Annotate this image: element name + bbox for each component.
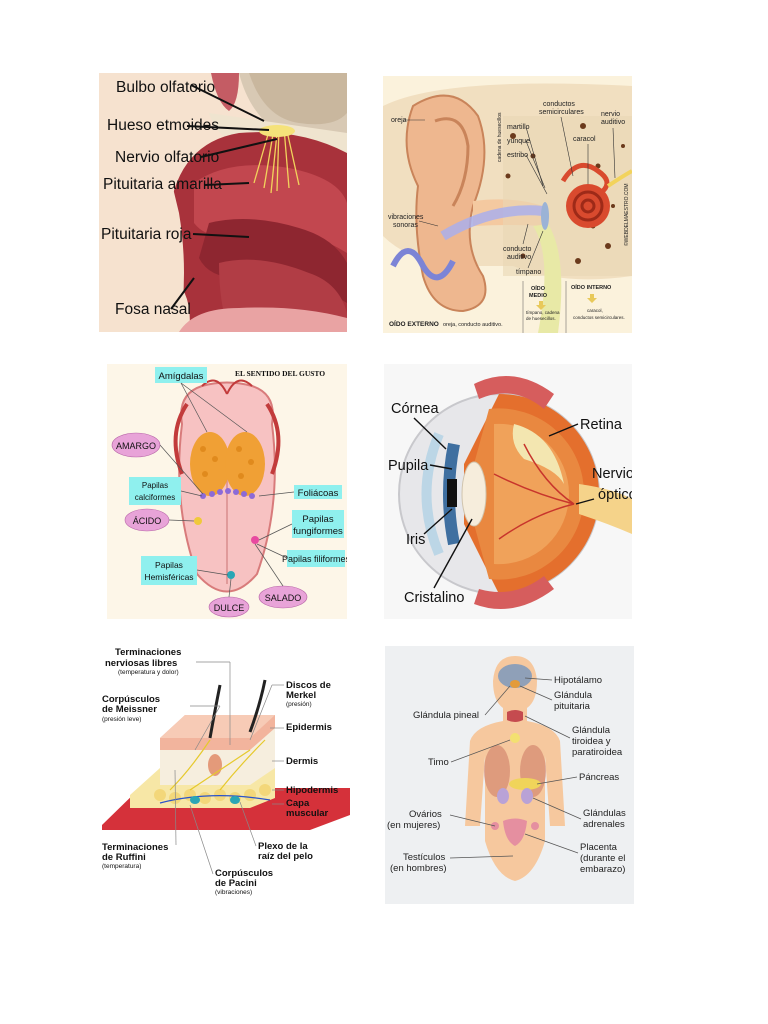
diagram-label: de Ruffini xyxy=(102,852,146,863)
label-nervio-auditivo: nervio xyxy=(601,111,620,118)
tongue-title: EL SENTIDO DEL GUSTO xyxy=(235,369,325,378)
skin-diagram: Terminaciones nerviosas libres (temperat… xyxy=(100,640,350,900)
label-cristalino: Cristalino xyxy=(404,590,464,606)
diagram-label: de Pacini xyxy=(215,878,257,889)
diagram-label: muscular xyxy=(286,808,329,819)
label-yunque: yunque xyxy=(507,138,530,145)
diagram-label: pituitaria xyxy=(554,701,591,712)
diagram-label: (presión leve) xyxy=(102,716,141,723)
eye-diagram: Córnea Retina Pupila Nervio óptico Iris … xyxy=(384,364,632,619)
diagram-label: raíz del pelo xyxy=(258,851,313,862)
label-iris: Iris xyxy=(406,532,425,548)
diagram-label: adrenales xyxy=(583,819,625,830)
diagram-label: Merkel xyxy=(286,690,316,701)
watermark: ©WEBDELMAESTRO.COM xyxy=(623,183,630,246)
diagram-label: AMARGO xyxy=(116,441,156,451)
label-vibraciones: vibraciones xyxy=(388,214,424,221)
diagram-label: oreja, conducto auditivo. xyxy=(443,322,503,328)
label-terminaciones-libres: Terminaciones xyxy=(115,647,181,658)
label-oido-medio: OÍDO xyxy=(531,284,546,292)
label-hipotalamo: Hipotálamo xyxy=(554,675,602,686)
label-ovarios: Ovários xyxy=(409,809,442,820)
label-nervio-optico-2: óptico xyxy=(598,487,632,503)
diagram-label: Amígdalas xyxy=(159,371,204,382)
diagram-label: Foliácoas xyxy=(298,488,339,499)
diagram-label: Papilas xyxy=(155,560,183,570)
diagram-label: (presión) xyxy=(286,701,312,708)
diagram-label: de huesecillos. xyxy=(526,316,556,321)
diagram-label: paratiroidea xyxy=(572,747,623,758)
diagram-label: caracol, xyxy=(587,308,603,313)
label-pituitaria-amarilla: Pituitaria amarilla xyxy=(103,176,222,193)
tongue-diagram: EL SENTIDO DEL GUSTO Amígdalas Papilas c… xyxy=(107,364,347,619)
label-timpano: tímpano xyxy=(516,269,541,276)
diagram-label: conductos semicirculares. xyxy=(573,315,625,320)
diagram-label: DULCE xyxy=(214,603,245,613)
diagram-label: semicirculares xyxy=(539,109,584,116)
label-oreja: oreja xyxy=(391,117,407,124)
diagram-label: (vibraciones) xyxy=(215,889,252,896)
diagram-label: ÁCIDO xyxy=(133,516,162,526)
diagram-label: calciformes xyxy=(135,493,175,502)
diagram-label: Hemisféricas xyxy=(144,572,193,582)
diagram-label: embarazo) xyxy=(580,864,625,875)
label-estribo: estribo xyxy=(507,152,528,159)
label-cadena: cadena de huesecillos xyxy=(497,112,503,162)
diagram-label: MEDIO xyxy=(529,293,548,299)
diagram-label: (temperatura) xyxy=(102,863,141,870)
label-oido-interno: OÍDO INTERNO xyxy=(571,283,612,291)
label-placenta: Placenta xyxy=(580,842,618,853)
diagram-label: (en mujeres) xyxy=(387,820,440,831)
label-conducto-auditivo: conducto xyxy=(503,246,532,253)
label-dermis: Dermis xyxy=(286,756,318,767)
diagram-label: Papilas filiformes xyxy=(282,554,347,564)
diagram-label: de Meissner xyxy=(102,704,157,715)
label-pituitaria: Glándula xyxy=(554,690,593,701)
diagram-label: nerviosas libres xyxy=(105,658,177,669)
label-testiculos: Testículos xyxy=(403,852,445,863)
label-timo: Timo xyxy=(428,757,449,768)
diagram-label: auditivo xyxy=(507,254,531,261)
diagram-label: Papilas xyxy=(142,481,168,490)
diagram-label: tímpano, cadena xyxy=(526,310,560,315)
label-nervio: Nervio olfatorio xyxy=(115,149,219,166)
label-retina: Retina xyxy=(580,417,623,433)
diagram-label: tiroidea y xyxy=(572,736,611,747)
diagram-label: auditivo xyxy=(601,119,625,126)
label-epidermis: Epidermis xyxy=(286,722,332,733)
diagram-label: SALADO xyxy=(265,593,302,603)
diagram-label: fungiformes xyxy=(293,526,343,537)
label-conductos: conductos xyxy=(543,101,575,108)
diagram-label: Papilas xyxy=(302,514,333,525)
label-pituitaria-roja: Pituitaria roja xyxy=(101,226,192,243)
label-adrenales: Glándulas xyxy=(583,808,626,819)
label-pancreas: Páncreas xyxy=(579,772,619,783)
nose-diagram: Bulbo olfatorio Hueso etmoides Nervio ol… xyxy=(99,73,347,332)
diagram-label: (en hombres) xyxy=(390,863,447,874)
label-fosa: Fosa nasal xyxy=(115,301,191,318)
label-pupila: Pupila xyxy=(388,458,429,474)
label-pineal: Glándula pineal xyxy=(413,710,479,721)
label-oido-externo: OÍDO EXTERNO xyxy=(389,319,439,328)
ear-diagram: oreja conductos semicirculares nervio au… xyxy=(383,76,632,333)
diagram-label: sonoras xyxy=(393,222,418,229)
label-cornea: Córnea xyxy=(391,401,439,417)
label-bulbo: Bulbo olfatorio xyxy=(116,79,215,96)
label-nervio-optico-1: Nervio xyxy=(592,466,632,482)
label-caracol: caracol xyxy=(573,136,596,143)
diagram-label: (temperatura y dolor) xyxy=(118,669,179,676)
label-tiroidea: Glándula xyxy=(572,725,611,736)
endocrine-diagram: Hipotálamo Glándula pituitaria Glándula … xyxy=(385,646,634,904)
diagram-label: (durante el xyxy=(580,853,625,864)
label-hueso: Hueso etmoides xyxy=(107,117,219,134)
label-hipodermis: Hipodermis xyxy=(286,785,338,796)
